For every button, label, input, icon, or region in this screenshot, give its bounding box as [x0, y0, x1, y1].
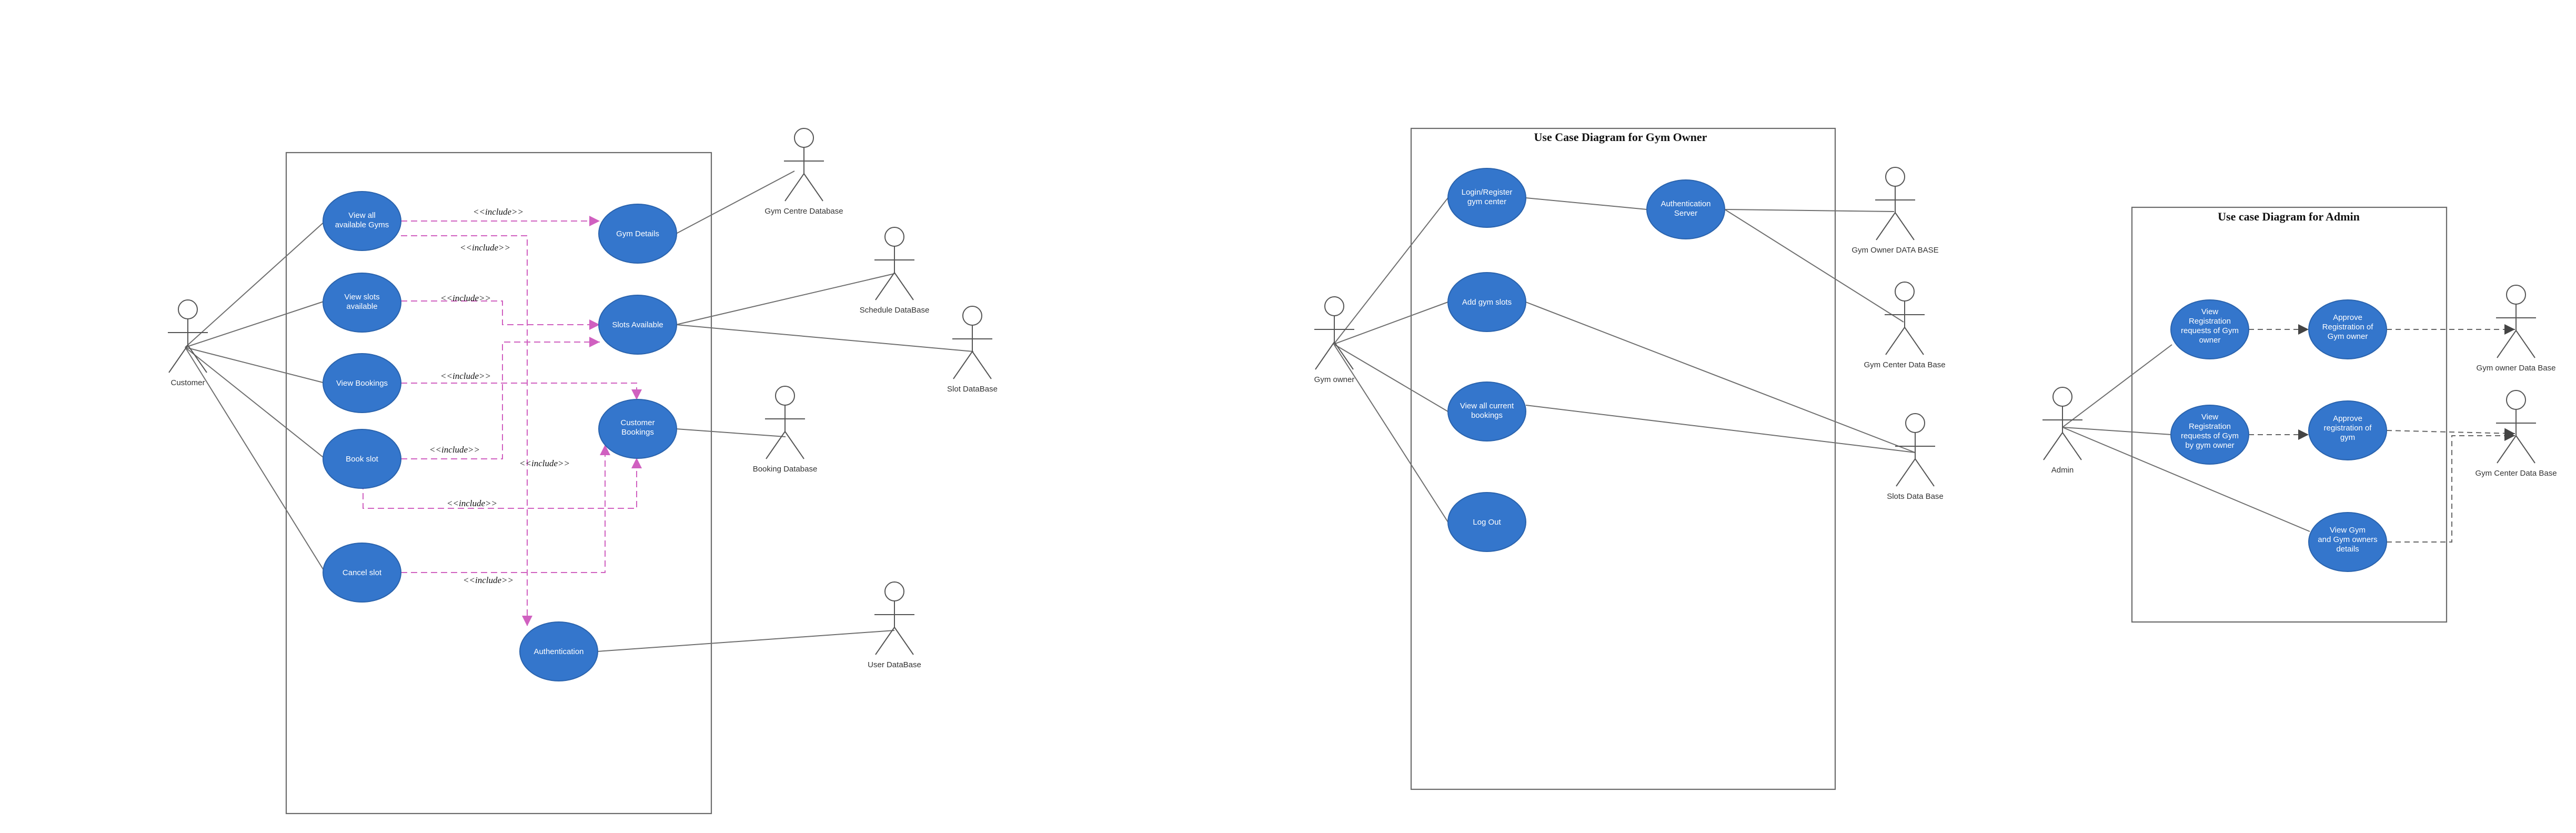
include-label: <<include>>	[519, 458, 570, 468]
admin-diagram-title: Use case Diagram for Admin	[2218, 210, 2360, 223]
gym-owner-system-boundary	[1410, 127, 1836, 790]
actor-label: Gym Owner DATA BASE	[1852, 246, 1938, 255]
usecase-authentication[interactable]: Authentication	[519, 621, 598, 681]
svg-text:Authentication: Authentication	[534, 647, 583, 656]
actor-admin[interactable]: Admin	[2042, 387, 2082, 475]
actor-label: Gym Center Data Base	[2475, 469, 2557, 478]
svg-text:Gym Details: Gym Details	[616, 229, 659, 238]
include-label: <<include>>	[463, 575, 514, 585]
actor-label: Gym Center Data Base	[1864, 360, 1945, 369]
svg-text:Cancel slot: Cancel slot	[343, 568, 382, 577]
include-label: <<include>>	[473, 207, 524, 217]
actor-gym-center-database[interactable]: Gym Center Data Base	[1864, 282, 1946, 369]
actor-label: User DataBase	[868, 660, 921, 669]
admin-system-boundary	[2131, 206, 2448, 623]
usecase-add-gym-slots[interactable]: Add gym slots	[1447, 272, 1526, 332]
usecase-cancel-slot[interactable]: Cancel slot	[323, 543, 401, 603]
actor-user-database[interactable]: User DataBase	[868, 581, 921, 669]
include-label: <<include>>	[460, 243, 510, 253]
customer-diagram: <<include>> <<include>> <<include>> <<in…	[185, 152, 974, 815]
include-label: <<include>>	[440, 293, 491, 303]
actor-slots-database[interactable]: Slots Data Base	[1887, 413, 1944, 501]
actor-admin-gym-center-database[interactable]: Gym Center Data Base	[2475, 390, 2557, 478]
actor-gym-owner[interactable]: Gym owner	[1314, 296, 1355, 384]
actor-label: Booking Database	[753, 465, 818, 474]
svg-text:View Bookings: View Bookings	[336, 379, 388, 388]
svg-text:Book slot: Book slot	[346, 455, 379, 464]
actor-admin-gym-owner-database[interactable]: Gym owner Data Base	[2477, 285, 2556, 373]
actor-booking-database[interactable]: Booking Database	[753, 386, 818, 474]
usecase-slots-available[interactable]: Slots Available	[598, 295, 677, 355]
actor-label: Gym Centre Database	[764, 207, 843, 216]
usecase-log-out[interactable]: Log Out	[1447, 492, 1526, 552]
actor-gym-owner-database[interactable]: Gym Owner DATA BASE	[1852, 167, 1939, 255]
usecase-book-slot[interactable]: Book slot	[323, 429, 401, 489]
svg-text:Slots Available: Slots Available	[612, 320, 663, 329]
actor-gym-centre-database[interactable]: Gym Centre Database	[764, 128, 843, 216]
actor-label: Gym owner Data Base	[2477, 364, 2556, 373]
actor-label: Admin	[2051, 466, 2074, 475]
actor-label: Slot DataBase	[947, 385, 998, 394]
actor-slot-database[interactable]: Slot DataBase	[947, 306, 998, 394]
actor-label: Schedule DataBase	[860, 306, 930, 315]
svg-text:Add gym slots: Add gym slots	[1462, 298, 1512, 307]
include-label: <<include>>	[447, 498, 497, 508]
include-label: <<include>>	[429, 445, 480, 455]
customer-system-boundary	[285, 152, 712, 815]
actor-label: Slots Data Base	[1887, 492, 1944, 501]
actor-label: Customer	[170, 378, 205, 387]
gym-owner-diagram: Use Case Diagram for Gym Owner Login/Reg…	[1333, 127, 1916, 790]
actor-label: Gym owner	[1314, 375, 1355, 384]
actor-schedule-database[interactable]: Schedule DataBase	[860, 227, 930, 315]
usecase-view-bookings[interactable]: View Bookings	[323, 353, 401, 413]
usecase-gym-details[interactable]: Gym Details	[598, 204, 677, 264]
actor-customer[interactable]: Customer	[168, 299, 208, 387]
svg-text:Log Out: Log Out	[1473, 518, 1501, 527]
include-label: <<include>>	[440, 371, 491, 381]
gym-owner-diagram-title: Use Case Diagram for Gym Owner	[1534, 131, 1707, 144]
